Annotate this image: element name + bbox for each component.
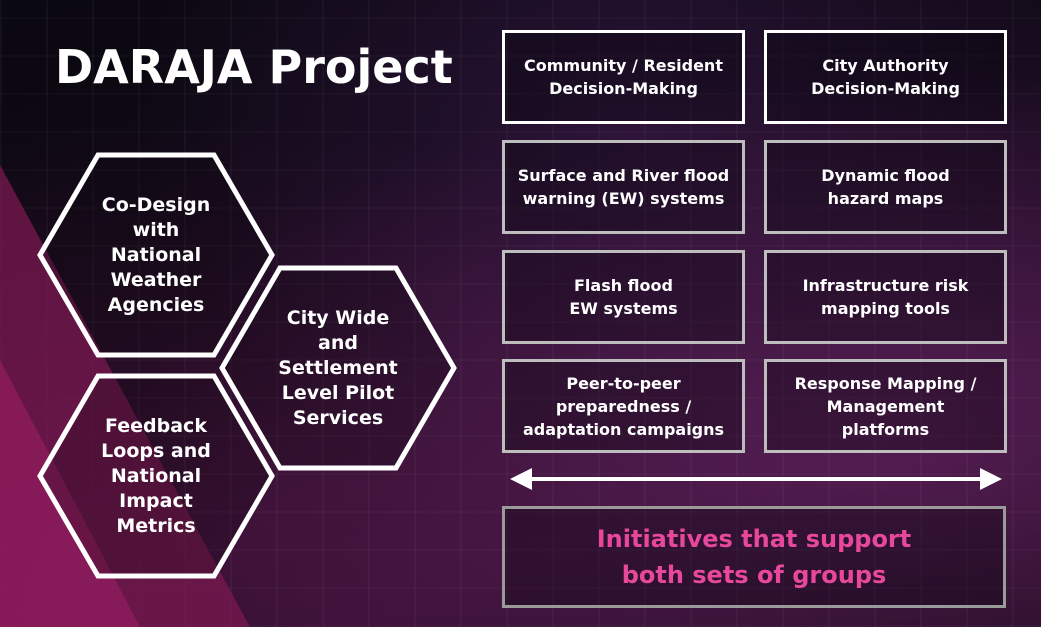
authority-header-box: City Authority Decision-Making [764, 30, 1007, 124]
hexagon-label-feedback: Feedback Loops and National Impact Metri… [60, 406, 252, 546]
community-item-box: Peer-to-peer preparedness / adaptation c… [502, 359, 745, 453]
authority-item-box: Response Mapping / Management platforms [764, 359, 1007, 453]
hexagon-label-city-wide: City Wide and Settlement Level Pilot Ser… [242, 298, 434, 438]
authority-item-box: Infrastructure risk mapping tools [764, 250, 1007, 344]
community-item-box: Flash flood EW systems [502, 250, 745, 344]
initiatives-box: Initiatives that support both sets of gr… [502, 506, 1006, 608]
double-headed-arrow-icon [510, 466, 1002, 492]
community-header-box: Community / Resident Decision-Making [502, 30, 745, 124]
hexagon-label-co-design: Co-Design with National Weather Agencies [60, 185, 252, 325]
community-item-box: Surface and River flood warning (EW) sys… [502, 140, 745, 234]
authority-item-box: Dynamic flood hazard maps [764, 140, 1007, 234]
